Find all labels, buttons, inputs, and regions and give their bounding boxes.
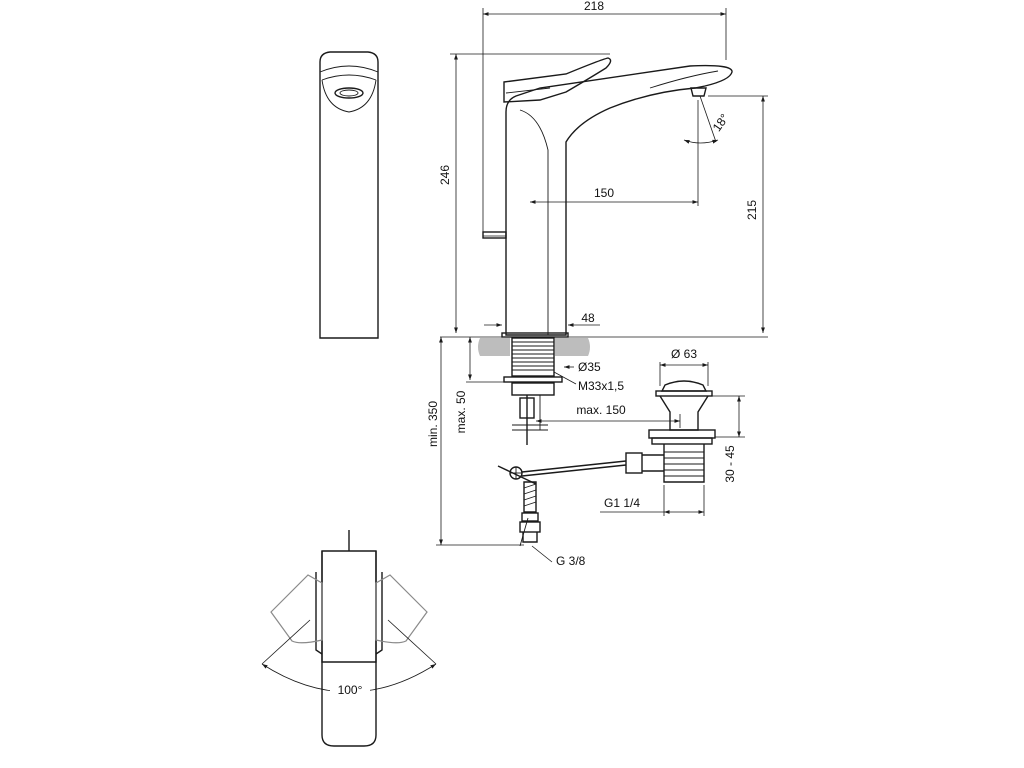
- dim-base-offset: 48: [581, 311, 595, 325]
- dim-connector: G 3/8: [556, 554, 586, 568]
- dim-max-hose: max. 150: [576, 403, 626, 417]
- lever-handle: [503, 57, 612, 103]
- flex-hose: [523, 481, 537, 513]
- countertop-right: [555, 338, 590, 356]
- dim-overall-height: 246: [438, 165, 452, 185]
- dim-lever-rotation: 100°: [338, 683, 363, 697]
- dim-spout-height: 215: [745, 200, 759, 220]
- dim-thread: M33x1,5: [578, 379, 624, 393]
- lever-right-position: [375, 574, 428, 644]
- dim-waste-thread: G1 1/4: [604, 496, 640, 510]
- dim-waste-range: 30 - 45: [723, 445, 737, 483]
- dim-overall-width: 218: [584, 0, 604, 13]
- waste-plug: [660, 380, 708, 392]
- side-view: [478, 57, 733, 547]
- faucet-body: [505, 64, 733, 336]
- dim-min-below: min. 350: [426, 401, 440, 447]
- lever-left-position: [270, 574, 323, 644]
- dim-shank-diameter: Ø35: [578, 360, 601, 374]
- front-view: [319, 51, 379, 339]
- dimension-lines: [436, 8, 768, 563]
- dim-waste-diameter: Ø 63: [671, 347, 697, 361]
- top-view: [261, 530, 437, 747]
- dim-max-deck: max. 50: [454, 390, 468, 433]
- dimension-labels: 218 246 215 150 18° 48 Ø35 M33x1,5 max. …: [338, 0, 759, 697]
- countertop-left: [478, 338, 510, 356]
- waste-assembly: [625, 380, 716, 483]
- dim-spout-angle: 18°: [710, 111, 732, 134]
- dim-spout-reach: 150: [594, 186, 614, 200]
